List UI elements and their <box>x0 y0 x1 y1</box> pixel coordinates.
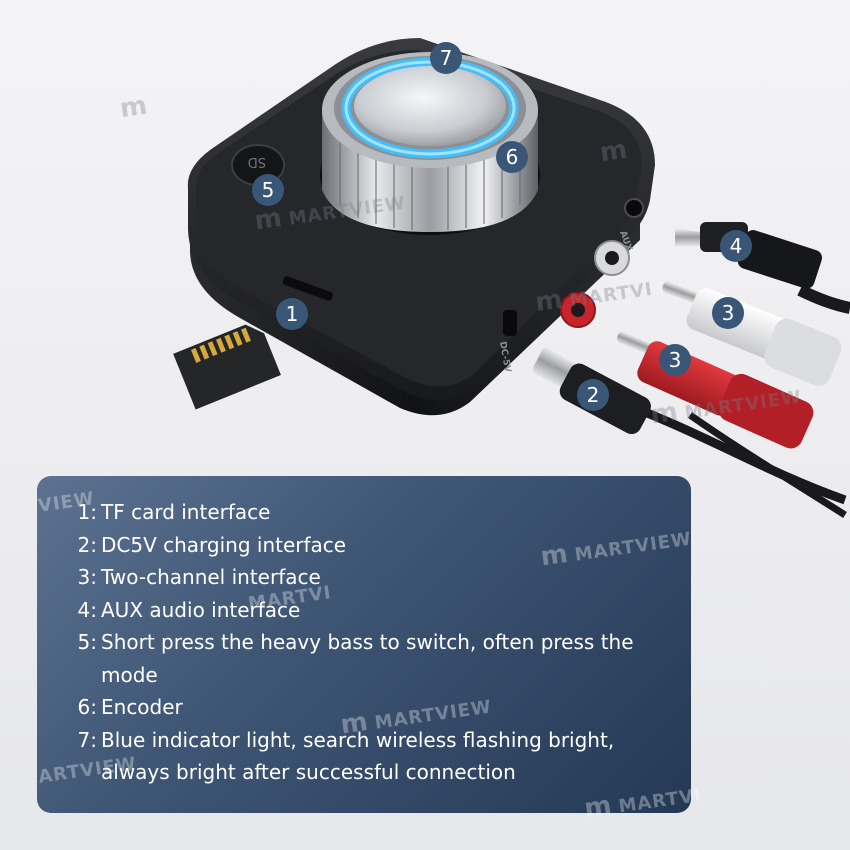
badge-text: 6 <box>506 145 519 169</box>
indicator-light <box>341 57 519 159</box>
badge-two-channel-red: 3 <box>659 344 691 376</box>
feature-number: 1: <box>77 500 97 524</box>
feature-text: Short press the heavy bass to switch, of… <box>101 630 634 687</box>
info-panel: 1: TF card interface 2: DC5V charging in… <box>37 476 691 813</box>
feature-item: 4: AUX audio interface <box>71 594 669 627</box>
feature-item: 3: Two-channel interface <box>71 561 669 594</box>
feature-text: Encoder <box>101 695 183 719</box>
feature-number: 3: <box>77 565 97 589</box>
badge-text: 1 <box>286 302 299 326</box>
feature-number: 4: <box>77 597 97 622</box>
badge-dc-charging: 2 <box>577 379 609 411</box>
feature-text: AUX audio interface <box>101 597 301 622</box>
side-ports: AUX DC-5V <box>497 198 644 373</box>
feature-list: 1: TF card interface 2: DC5V charging in… <box>71 496 669 789</box>
feature-item: 1: TF card interface <box>71 496 669 529</box>
badge-indicator: 7 <box>430 42 462 74</box>
badge-bass-button: 5 <box>252 174 284 206</box>
badge-text: 4 <box>730 234 743 258</box>
aux-plug <box>675 222 823 289</box>
feature-item: 5: Short press the heavy bass to switch,… <box>71 626 669 691</box>
product-scene: SD <box>173 38 850 518</box>
badge-text: 5 <box>262 178 275 202</box>
badge-tf-card: 1 <box>276 298 308 330</box>
feature-text: Two-channel interface <box>101 565 321 589</box>
tf-card-slot <box>282 276 333 301</box>
feature-text: TF card interface <box>101 500 271 524</box>
badge-text: 3 <box>669 348 682 372</box>
badge-two-channel-white: 3 <box>712 297 744 329</box>
feature-item: 2: DC5V charging interface <box>71 529 669 562</box>
feature-item: 6: Encoder <box>71 691 669 724</box>
feature-number: 6: <box>77 695 97 719</box>
sd-button-label: SD <box>248 154 266 169</box>
badge-aux: 4 <box>720 230 752 262</box>
badge-encoder: 6 <box>496 141 528 173</box>
feature-text: DC5V charging interface <box>101 532 347 557</box>
feature-number: 7: <box>77 727 97 752</box>
tf-card <box>173 324 281 410</box>
badge-text: 3 <box>722 301 735 325</box>
feature-number: 5: <box>77 630 97 654</box>
badge-text: 7 <box>440 46 453 70</box>
badge-text: 2 <box>587 383 600 407</box>
feature-item: 7: Blue indicator light, search wireless… <box>71 724 669 789</box>
feature-text: Blue indicator light, search wireless fl… <box>101 727 615 785</box>
feature-number: 2: <box>77 532 97 557</box>
